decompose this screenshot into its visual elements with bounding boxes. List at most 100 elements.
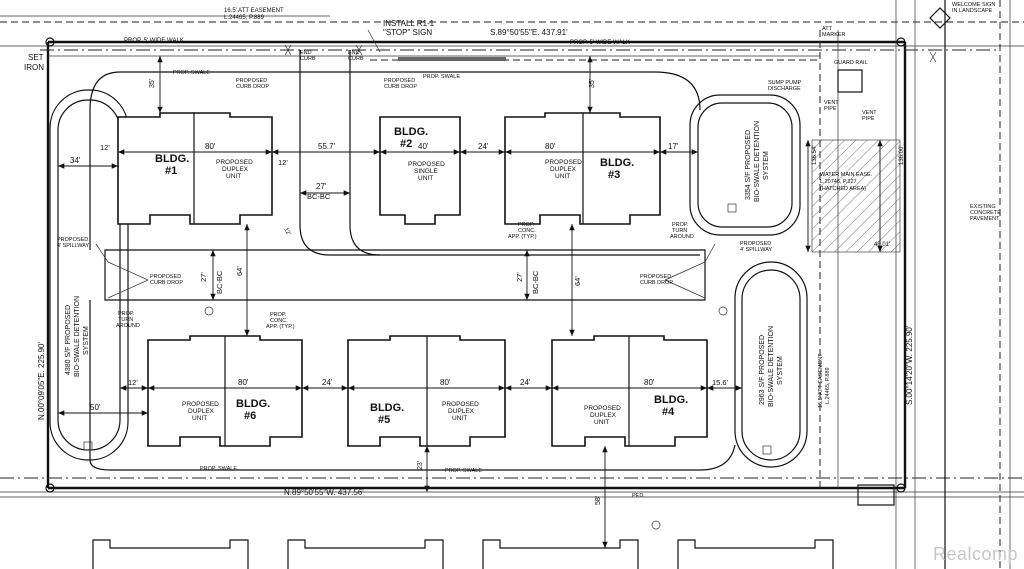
bldg1-desc-3: UNIT [226, 173, 241, 180]
bldg3-desc-1: PROPOSED [545, 159, 582, 166]
bc-bc-top: BC-BC [307, 192, 331, 201]
bearing-west: N.00°09'05"E. 225.90' [37, 341, 46, 420]
dim-12b: 12' [278, 158, 288, 167]
detention-top-right-2: BIO-SWALE DETENTION [754, 121, 761, 202]
conc-app-1-line3: APP. (TYP.) [508, 234, 537, 240]
prop-swale-top-left: PROP. SWALE [173, 70, 210, 76]
dimension-lines [58, 29, 883, 548]
building-4 [551, 335, 708, 447]
bldg1-num: #1 [165, 165, 177, 177]
dim-13654: 136.54' [812, 146, 818, 166]
detention-top-right-1: 3354 S/F PROPOSED [745, 130, 752, 200]
conc-app-1-line1: PROP. [518, 222, 535, 228]
dim-13600: 136.00' [899, 146, 905, 166]
spillway-left-line2: 4' SPILLWAY [57, 243, 89, 249]
att-easement-right-1: 16.5' ATT EASEMENT [818, 353, 824, 408]
curb-drop-mid-3: PROPOSED [640, 274, 671, 280]
detention-left-2: BIO-SWALE DETENTION [74, 296, 81, 377]
bearing-north: S.89°50'55"E. 437.91' [490, 28, 568, 37]
att-marker-line1: ATT [822, 26, 833, 32]
walk-right-label: PROP. 5' WIDE WALK [570, 40, 630, 46]
water-main-line2: L.20746, P.327 [820, 179, 857, 185]
curb-drop-top-3: PROPOSED [384, 78, 415, 84]
bldg2-num: #2 [400, 138, 412, 150]
bldg4-desc-2: DUPLEX [590, 412, 617, 419]
spillway-left-line1: PROPOSED [57, 237, 88, 243]
curb-drop-top-1: PROPOSED [236, 78, 267, 84]
bearing-east: S.00°14'20"W. 225.90' [905, 325, 914, 405]
realcomp-watermark: Realcomp [932, 544, 1018, 564]
turn-around-1-line3: AROUND [116, 323, 140, 329]
curb-drop-top-2: CURB DROP [236, 84, 269, 90]
dim-34: 34' [70, 156, 81, 165]
bldg3-desc-2: DUPLEX [550, 166, 577, 173]
building-3 [504, 112, 661, 225]
bldg5-desc-2: DUPLEX [448, 408, 475, 415]
dim-80c: 80' [238, 378, 249, 387]
dim-4801: 48.01' [874, 242, 890, 248]
end-curb-1-line1: END [300, 50, 312, 56]
welcome-sign-line1: WELCOME SIGN [952, 2, 995, 8]
spillway-right-line2: 4' SPILLWAY [740, 247, 772, 253]
dim-27b: 27' [199, 272, 208, 282]
welcome-sign-line2: IN LANDSCAPE [952, 8, 993, 14]
end-curb-2-line1: END [348, 50, 360, 56]
turn-around-2-line1: PROP. [672, 222, 689, 228]
sump-pump-line1: SUMP PUMP [768, 80, 802, 86]
internal-drive [89, 50, 736, 471]
detention-top-right-3: SYSTEM [763, 151, 770, 180]
bldg1-desc-2: DUPLEX [222, 166, 249, 173]
bldg2-desc-1: PROPOSED [408, 161, 445, 168]
bldg4-num: #4 [662, 406, 675, 418]
turn-around-2-line3: AROUND [670, 234, 694, 240]
bc-bc-right: BC-BC [531, 270, 540, 294]
existing-pavement-line1: EXISTING [970, 204, 996, 210]
bldg6-label: BLDG. [236, 398, 270, 410]
vent-pipe-1-line2: PIPE [824, 106, 837, 112]
easement-top-line1: 16.5' ATT EASEMENT [224, 8, 284, 14]
dim-23: 23' [417, 461, 424, 470]
bldg6-desc-2: DUPLEX [188, 408, 215, 415]
bldg6-desc-3: UNIT [192, 415, 207, 422]
conc-app-2-line2: CONC. [270, 318, 288, 324]
existing-pavement-line3: PAVEMENT [970, 216, 1000, 222]
bldg2-desc-3: UNIT [418, 175, 433, 182]
prop-swale-top-right: PROP. SWALE [423, 74, 460, 80]
bldg5-label: BLDG. [370, 402, 404, 414]
ped-label: PED. [632, 493, 645, 499]
dim-58: 58' [595, 496, 602, 505]
dim-17: 17' [668, 142, 679, 151]
curb-drop-mid-1: PROPOSED [150, 274, 181, 280]
existing-pavement-line2: CONCRETE [970, 210, 1001, 216]
bldg6-desc-1: PROPOSED [182, 401, 219, 408]
bldg1-desc-1: PROPOSED [216, 159, 253, 166]
bldg5-num: #5 [378, 414, 390, 426]
bldg2-label: BLDG. [394, 126, 428, 138]
dim-64a: 64' [235, 266, 244, 276]
bldg3-desc-3: UNIT [555, 173, 570, 180]
dim-80b: 80' [545, 142, 556, 151]
building-5 [347, 335, 506, 447]
vent-pipe-2-line2: PIPE [862, 116, 875, 122]
dim-80d: 80' [440, 378, 451, 387]
detention-bottom-right-2: BIO-SWALE DETENTION [768, 326, 775, 407]
spillway-right-line1: PROPOSED [740, 241, 771, 247]
walk-left-label: PROP. 5' WIDE WALK [124, 38, 184, 44]
att-easement-right-2: L.24465, P.889 [825, 367, 831, 404]
end-curb-1-line2: CURB [300, 56, 316, 62]
bldg5-desc-3: UNIT [452, 415, 467, 422]
bc-bc-left: BC-BC [215, 270, 224, 294]
bldg4-desc-1: PROPOSED [584, 405, 621, 412]
dim-80a: 80' [205, 142, 216, 151]
walk-strip [48, 55, 820, 61]
water-main-line1: WATER MAIN EASE. [820, 172, 873, 178]
building-6 [147, 335, 303, 447]
dim-12d: 12' [282, 227, 291, 237]
conc-app-2-line1: PROP. [270, 312, 287, 318]
bldg2-desc-2: SINGLE [414, 168, 439, 175]
att-marker-line2: MARKER [822, 32, 846, 38]
dim-27c: 27' [515, 272, 524, 282]
vent-pipe-2-line1: VENT [862, 110, 877, 116]
bearing-south: N.89°50'55"W. 437.56' [284, 488, 364, 497]
